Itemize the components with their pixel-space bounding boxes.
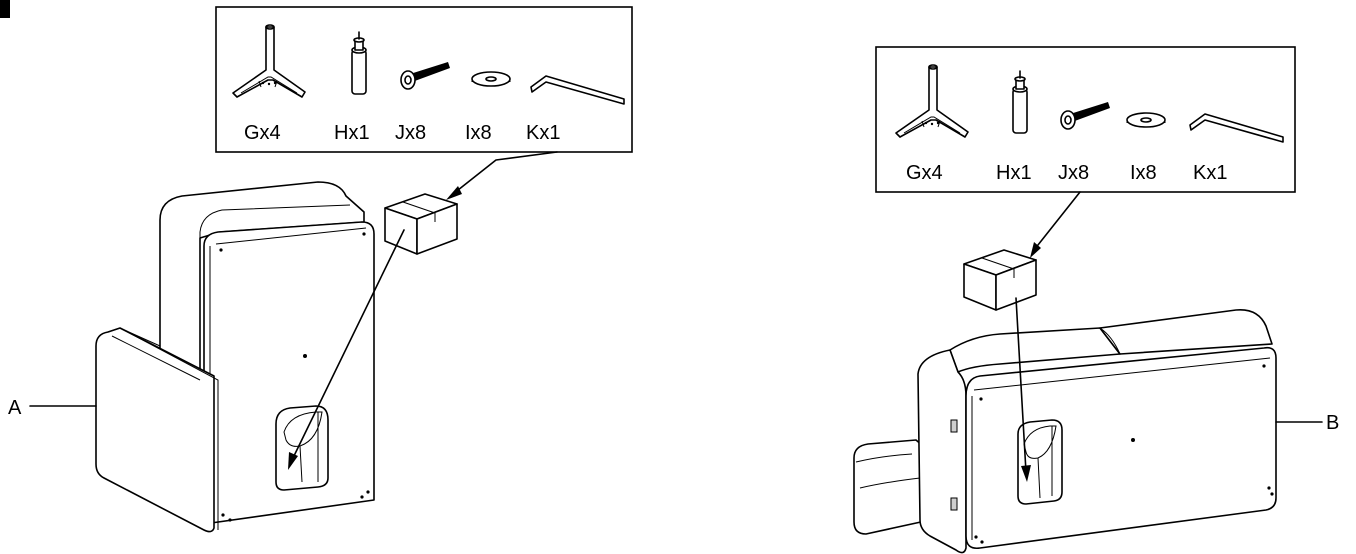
- part-label-kx1: Kx1: [1193, 162, 1227, 184]
- left-panel-arrow: [446, 151, 558, 200]
- washer-icon: [1126, 112, 1166, 128]
- part-label-gx4: Gx4: [244, 122, 281, 144]
- corner-mark: [0, 0, 10, 18]
- washer-icon: [471, 71, 511, 87]
- part-label-hx1: Hx1: [334, 122, 370, 144]
- left-parts-panel: Gx4 Hx1 Jx8 Ix8 Kx1: [215, 6, 633, 153]
- part-label-kx1: Kx1: [526, 122, 560, 144]
- part-label-gx4: Gx4: [906, 162, 943, 184]
- callout-b-label: B: [1326, 412, 1339, 434]
- right-panel-arrow: [1030, 191, 1081, 258]
- part-label-hx1: Hx1: [996, 162, 1032, 184]
- right-carton-arrow: [1015, 297, 1031, 482]
- right-parts-carton: [963, 249, 1037, 311]
- callout-a-label: A: [8, 397, 22, 419]
- left-parts-carton: [384, 193, 458, 255]
- center-support-icon: [351, 31, 367, 95]
- callout-b: B: [1275, 412, 1339, 434]
- center-support-icon: [1012, 70, 1028, 134]
- callout-a: A: [8, 397, 97, 419]
- part-label-jx8: Jx8: [395, 122, 426, 144]
- part-label-jx8: Jx8: [1058, 162, 1089, 184]
- part-label-ix8: Ix8: [465, 122, 492, 144]
- part-label-ix8: Ix8: [1130, 162, 1157, 184]
- chair-section-a: [95, 181, 375, 533]
- right-parts-panel: Gx4 Hx1 Jx8 Ix8 Kx1: [875, 46, 1296, 193]
- left-carton-arrow: [288, 229, 405, 470]
- sofa-section-b: [853, 309, 1277, 554]
